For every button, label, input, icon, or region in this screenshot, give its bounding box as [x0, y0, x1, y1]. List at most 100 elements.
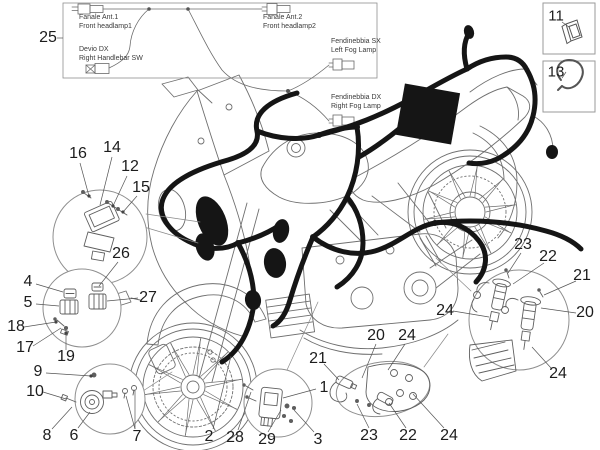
wheel-spoke — [158, 394, 183, 423]
legend-box — [62, 2, 378, 79]
detail-bubble-flasher — [242, 368, 313, 438]
leader-dot — [89, 374, 93, 378]
wheel-spoke — [200, 397, 216, 432]
wheel-spoke — [205, 379, 242, 384]
leader-dot — [121, 210, 125, 214]
wheel-spoke — [462, 226, 466, 258]
leader-line — [512, 262, 545, 285]
wheel-spoke — [203, 394, 238, 410]
wheel-spoke — [437, 224, 461, 245]
leader-line — [35, 303, 60, 307]
leader-line — [106, 297, 139, 302]
inset-part-boxes — [542, 2, 596, 113]
leader-line — [531, 346, 552, 369]
detail-bubble-sensors — [329, 360, 431, 418]
wheel-spoke — [428, 190, 458, 203]
leader-line — [112, 175, 128, 207]
detail-bubble-coils — [468, 268, 570, 382]
leader-line — [77, 411, 91, 429]
leader-line — [387, 343, 406, 371]
legend-wires — [102, 7, 330, 122]
legend-wiring — [62, 2, 378, 127]
leader-line — [267, 409, 282, 433]
wheel-spoke — [474, 166, 478, 198]
leader-line — [79, 162, 90, 197]
leader-line — [323, 363, 340, 381]
inset-box-13 — [542, 60, 596, 113]
wheel-spoke — [157, 397, 186, 422]
leader-line — [388, 402, 407, 429]
wheel-spoke — [479, 179, 503, 200]
leader-line — [540, 307, 577, 314]
leader-dot — [87, 194, 91, 198]
wheel-spoke — [424, 211, 455, 220]
wheel-spoke — [170, 343, 190, 375]
wheel-spoke — [196, 338, 201, 375]
leader-line — [125, 395, 136, 430]
motorcycle-illustration — [106, 68, 554, 450]
leader-line — [561, 71, 567, 79]
wheel-spoke — [184, 399, 194, 436]
wheel-spoke — [448, 170, 461, 200]
leader-dot — [54, 320, 58, 324]
leader-line — [361, 343, 377, 379]
leader-line — [237, 391, 252, 431]
wheel-spoke — [479, 224, 492, 254]
leader-line — [543, 280, 577, 296]
headlamp1-connector-icon — [71, 3, 104, 15]
leader-dot — [64, 331, 68, 335]
inset-box-11 — [542, 2, 596, 55]
wiring-harness — [159, 25, 584, 365]
leader-line — [99, 156, 113, 206]
detail-bubbles — [42, 189, 570, 438]
engine-and-chassis — [265, 199, 481, 355]
leader-line — [42, 391, 67, 400]
leader-line — [561, 21, 570, 28]
leader-line — [282, 388, 317, 399]
wheel-spoke — [448, 170, 466, 198]
leader-dot — [111, 204, 115, 208]
left-fog-connector-icon — [328, 58, 355, 71]
wheel-spoke — [196, 399, 216, 431]
front-wheel — [128, 322, 258, 450]
wheel-spoke — [144, 386, 181, 396]
wheel-spoke — [424, 216, 456, 220]
wheel-spoke — [205, 378, 242, 388]
bubble-context-lines — [142, 213, 472, 392]
headlamp2-connector-icon — [261, 3, 291, 15]
cable-clip-part-icon — [561, 19, 583, 45]
wheel-spoke — [170, 342, 186, 377]
wheel-spoke — [200, 352, 229, 377]
wheel-spoke — [205, 390, 237, 410]
leader-line — [98, 261, 119, 287]
wheel-spoke — [144, 390, 181, 395]
detail-bubble-relays — [42, 268, 122, 348]
detail-bubble-horn — [60, 363, 146, 435]
leader-line — [212, 355, 232, 430]
handlebar-switch-connector-icon — [85, 63, 110, 74]
leader-line — [122, 195, 138, 213]
rear-wheel — [407, 125, 533, 275]
leader-line — [293, 409, 315, 433]
wheel-spoke — [192, 338, 202, 375]
leader-line — [23, 321, 57, 328]
leader-line — [32, 327, 62, 347]
wheel-spoke — [482, 179, 503, 203]
leader-line — [356, 403, 370, 429]
leader-line — [51, 406, 73, 430]
wheel-spoke — [428, 190, 456, 208]
leader-line — [412, 393, 445, 429]
leader-line — [35, 283, 64, 293]
wheel-spoke — [484, 204, 516, 208]
wheel-spoke — [474, 226, 492, 254]
wheel-spoke — [203, 351, 228, 380]
wheel-spoke — [485, 204, 516, 213]
wheel-spoke — [469, 166, 478, 197]
leader-line — [452, 310, 490, 318]
leader-line — [507, 252, 522, 274]
wheel-spoke — [185, 399, 190, 436]
hook-clip-part-icon — [556, 58, 584, 91]
callout-leader-lines — [23, 21, 577, 433]
